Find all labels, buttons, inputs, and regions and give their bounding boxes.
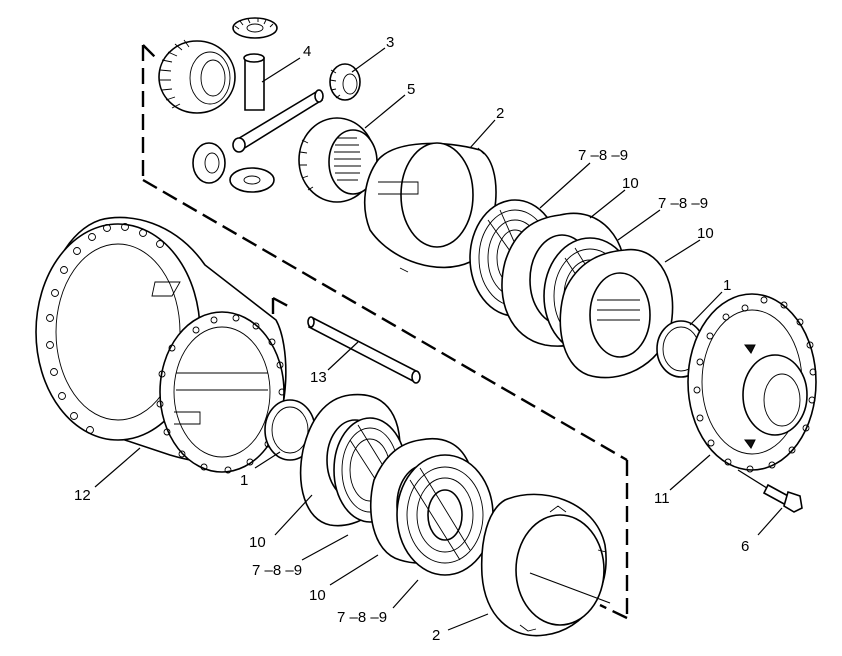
callout-6: 6 — [741, 538, 749, 555]
callout-10-lower-2: 10 — [309, 587, 326, 604]
splined-side-gear — [298, 117, 378, 203]
side-gear-left — [192, 142, 226, 184]
callout-1-upper: 1 — [723, 277, 731, 294]
callout-7-8-9-lower-2: 7 –8 –9 — [337, 609, 387, 626]
bevel-pinion-gear — [329, 63, 361, 101]
callout-10-upper-2: 10 — [697, 225, 714, 242]
top-bevel-gear — [232, 17, 278, 39]
housing-flange-bolt-holes — [46, 223, 164, 434]
callout-10-lower-1: 10 — [249, 534, 266, 551]
callout-10-upper-1: 10 — [622, 175, 639, 192]
pressure-ring-lower — [480, 493, 611, 637]
callout-7-8-9-upper-2: 7 –8 –9 — [658, 195, 708, 212]
callout-13: 13 — [310, 369, 327, 386]
differential-housing — [35, 216, 287, 474]
friction-disc-stack-lower-2 — [396, 454, 494, 576]
ring-gear — [158, 39, 236, 114]
callout-4: 4 — [303, 43, 311, 60]
callout-labels: 4 3 5 2 7 –8 –9 10 7 –8 –9 10 1 13 12 1 … — [74, 34, 749, 644]
cross-shaft-pin — [307, 316, 421, 384]
end-cover-bolt-holes — [693, 296, 817, 473]
callout-5: 5 — [407, 81, 415, 98]
callout-2-upper: 2 — [496, 105, 504, 122]
callout-7-8-9-upper-1: 7 –8 –9 — [578, 147, 628, 164]
bottom-bevel-gear — [229, 167, 275, 193]
hex-bolt — [737, 469, 803, 513]
callout-7-8-9-lower-1: 7 –8 –9 — [252, 562, 302, 579]
upper-clutch-pack — [363, 142, 706, 379]
differential-gear-set — [158, 17, 378, 203]
callout-3: 3 — [386, 34, 394, 51]
pressure-ring-upper — [363, 142, 497, 273]
lower-clutch-pack — [264, 393, 611, 637]
callout-2-lower: 2 — [432, 627, 440, 644]
callout-1-lower: 1 — [240, 472, 248, 489]
callout-12: 12 — [74, 487, 91, 504]
callout-11: 11 — [654, 490, 670, 507]
spider-cross-shaft — [232, 53, 324, 153]
end-cover-flange — [687, 293, 817, 473]
separator-plate-upper-2 — [559, 248, 674, 379]
leader-lines — [94, 47, 783, 631]
